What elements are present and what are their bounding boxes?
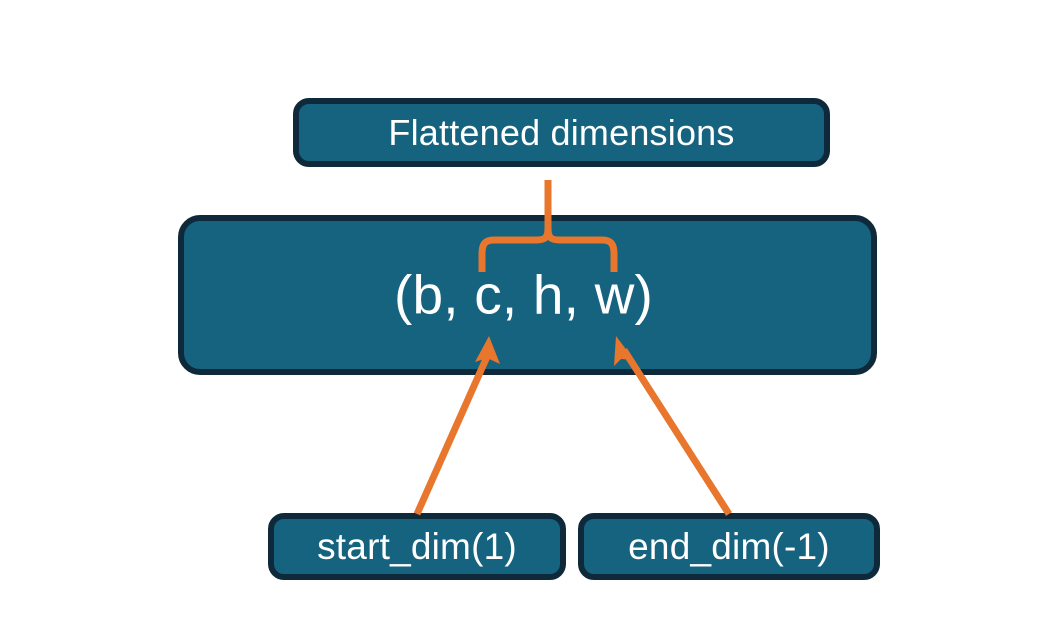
end-dim-box: end_dim(-1) <box>578 513 880 580</box>
tensor-shape-label: (b, c, h, w) <box>393 263 654 326</box>
start-dim-label: start_dim(1) <box>317 526 517 567</box>
flattened-dimensions-box: Flattened dimensions <box>293 98 830 167</box>
tensor-shape-box: (b, c, h, w) <box>178 215 877 375</box>
start-dim-box: start_dim(1) <box>268 513 566 580</box>
flattened-dimensions-label: Flattened dimensions <box>388 111 735 153</box>
end-dim-label: end_dim(-1) <box>628 526 830 567</box>
